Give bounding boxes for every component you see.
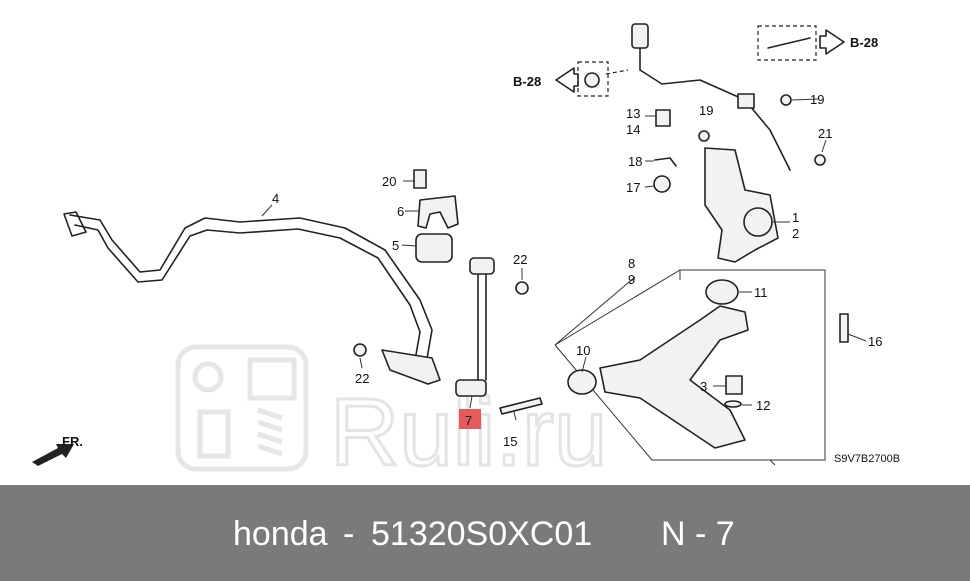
sensor-wire (639, 39, 791, 171)
footer-separator: - (343, 515, 355, 553)
leader-lines (261, 98, 867, 421)
bolt-15 (499, 397, 543, 415)
callout-5: 5 (392, 238, 399, 253)
bushing-10 (567, 369, 597, 395)
b28-right-arrow (819, 29, 845, 55)
ref-b28-right: B-28 (850, 35, 878, 50)
nut-22-left (353, 343, 367, 357)
callout-15: 15 (503, 434, 517, 449)
stabilizer-bracket (381, 349, 441, 385)
bolt-21 (814, 154, 826, 166)
link-upper-joint (469, 257, 495, 275)
callout-18: 18 (628, 154, 642, 169)
watermark-logo-box (175, 344, 309, 472)
nut-22-right (515, 281, 529, 295)
callout-14: 14 (626, 122, 640, 137)
holder-bolt (413, 169, 427, 189)
watermark-oil-icon (197, 409, 231, 459)
ref-b28-left: B-28 (513, 74, 541, 89)
stabilizer-bar (69, 214, 433, 371)
callout-22-right: 22 (513, 252, 527, 267)
callout-11: 11 (754, 285, 768, 300)
callout-9: 9 (628, 272, 635, 287)
footer-part-number: 51320S0XC01 (371, 515, 593, 553)
sensor-connector (631, 23, 649, 49)
callout-4: 4 (272, 191, 279, 206)
clip-18 (654, 157, 677, 167)
callout-8: 8 (628, 256, 635, 271)
callout-6: 6 (397, 204, 404, 219)
footer-position: N - 7 (661, 515, 735, 553)
knuckle (704, 147, 779, 263)
callout-22-left: 22 (355, 371, 369, 386)
hub-bore (743, 207, 773, 237)
stabilizer-bar-end (63, 211, 87, 237)
callout-20: 20 (382, 174, 396, 189)
bolt-19-lower (698, 130, 710, 142)
footer-brand: honda (233, 515, 328, 553)
front-marker-label: FR. (62, 434, 83, 449)
b28-left-arrow (555, 67, 579, 93)
callout-12: 12 (756, 398, 770, 413)
front-arrow-icon (32, 444, 74, 466)
highlight-7 (459, 409, 481, 429)
watermark-door-icon (247, 357, 297, 401)
callout-2: 2 (792, 226, 799, 241)
stabilizer-bar-inner (74, 224, 421, 367)
bolt-16 (839, 313, 849, 343)
lower-arm (599, 305, 749, 449)
bolt-19-upper (780, 94, 792, 106)
diagram-code: S9V7B2700B (834, 453, 900, 465)
bushing-11 (705, 279, 739, 305)
sensor-13 (655, 109, 671, 127)
callout-21: 21 (818, 126, 832, 141)
callouts: 4 20 6 5 22 22 7 15 8 9 10 11 3 12 16 1 … (272, 92, 882, 449)
stabilizer-bushing (415, 233, 453, 263)
footer-bar: honda - 51320S0XC01 N - 7 (0, 485, 970, 581)
callout-1: 1 (792, 210, 799, 225)
callout-3: 3 (700, 379, 707, 394)
callout-17: 17 (626, 180, 640, 195)
wire-clip (737, 93, 755, 109)
nut-b28 (584, 72, 600, 88)
ref-box-right (757, 25, 817, 61)
ball-joint-3 (725, 375, 743, 395)
link-lower-joint (455, 379, 487, 397)
callout-10: 10 (576, 343, 590, 358)
long-bolt-b28 (767, 37, 811, 49)
bushing-holder (417, 195, 459, 229)
callout-7: 7 (465, 413, 472, 428)
callout-19-lower: 19 (699, 103, 713, 118)
part-17 (653, 175, 671, 193)
callout-13: 13 (626, 106, 640, 121)
circlip-12 (724, 400, 742, 408)
callout-16: 16 (868, 334, 882, 349)
watermark-lamp-icon (192, 361, 224, 393)
lower-arm-box (554, 269, 826, 461)
parts-diagram: Ruli.ru (32, 23, 901, 485)
watermark-spring-icon (257, 407, 283, 457)
callout-19-upper: 19 (810, 92, 824, 107)
ref-box-left (577, 61, 609, 97)
